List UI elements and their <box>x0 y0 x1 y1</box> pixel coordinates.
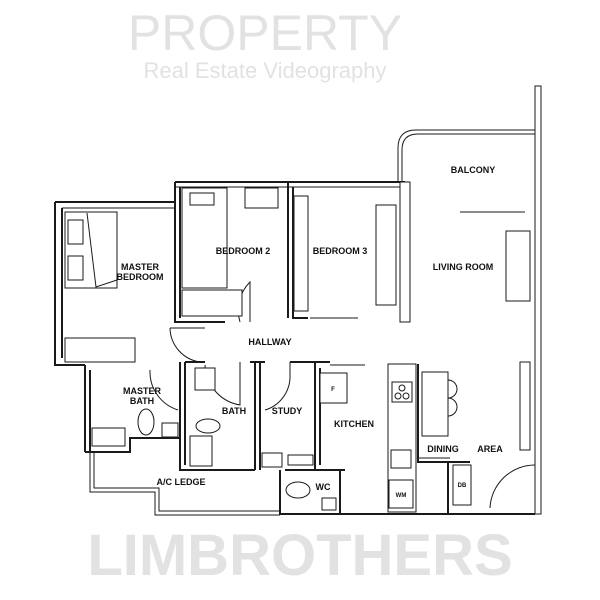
furniture <box>64 187 531 511</box>
watermark: PROPERTY Real Estate Videography LIMBROT… <box>87 5 512 588</box>
wc-sink <box>321 497 337 511</box>
bedroom3-desk <box>293 195 309 312</box>
db-cabinet <box>452 464 472 506</box>
study-door <box>264 362 291 411</box>
study-shelf <box>261 452 283 468</box>
shower <box>189 435 213 467</box>
label-master-bedroom-2: BEDROOM <box>117 272 164 282</box>
bath-toilet <box>195 418 221 434</box>
watermark-line-2: LIMBROTHERS <box>87 523 512 588</box>
washing-machine <box>388 479 414 509</box>
label-master-bath-2: BATH <box>130 396 154 406</box>
label-balcony: BALCONY <box>451 165 496 175</box>
balcony-railing <box>397 129 535 182</box>
hallway-door <box>169 327 205 363</box>
dining-table <box>421 371 449 437</box>
label-kitchen: KITCHEN <box>334 419 374 429</box>
watermark-line-3: Real Estate Videography <box>144 58 387 83</box>
label-wc: WC <box>316 482 331 492</box>
fridge <box>319 372 348 404</box>
doors <box>149 211 536 509</box>
master-bath-door <box>149 369 179 411</box>
bedroom2-wardrobe <box>181 289 243 317</box>
master-shower <box>91 427 126 447</box>
label-fridge: F <box>331 387 335 393</box>
stove <box>391 381 413 403</box>
label-dining-area-2: AREA <box>477 444 503 454</box>
label-db: DB <box>458 483 467 489</box>
watermark-line-1: PROPERTY <box>128 5 402 61</box>
living-cabinet <box>519 361 531 451</box>
label-study: STUDY <box>272 406 303 416</box>
label-living-room: LIVING ROOM <box>433 262 494 272</box>
label-wm: WM <box>396 493 407 499</box>
bedroom2-desk <box>244 187 279 209</box>
label-dining-area: DINING <box>427 444 459 454</box>
walls <box>54 85 542 516</box>
exterior-wall-right <box>534 85 542 515</box>
label-master-bedroom: MASTER <box>121 262 160 272</box>
wc-toilet <box>285 481 311 499</box>
kitchen-shelf <box>287 454 314 466</box>
label-hallway: HALLWAY <box>248 337 291 347</box>
label-bedroom-2: BEDROOM 2 <box>216 246 271 256</box>
label-bath: BATH <box>222 406 246 416</box>
label-master-bath: MASTER <box>123 386 162 396</box>
sofa <box>505 230 531 302</box>
entrance-door <box>489 464 536 509</box>
bedroom3-wardrobe <box>375 204 397 306</box>
master-sink <box>161 422 179 438</box>
master-toilet <box>137 408 155 436</box>
label-ac-ledge: A/C LEDGE <box>156 477 205 487</box>
kitchen-sink <box>390 449 412 469</box>
column <box>399 181 411 323</box>
label-bedroom-3: BEDROOM 3 <box>313 246 368 256</box>
room-labels: BALCONY MASTER BEDROOM BEDROOM 2 BEDROOM… <box>117 165 504 499</box>
master-wardrobe <box>64 337 136 363</box>
bath-sink <box>194 367 216 391</box>
